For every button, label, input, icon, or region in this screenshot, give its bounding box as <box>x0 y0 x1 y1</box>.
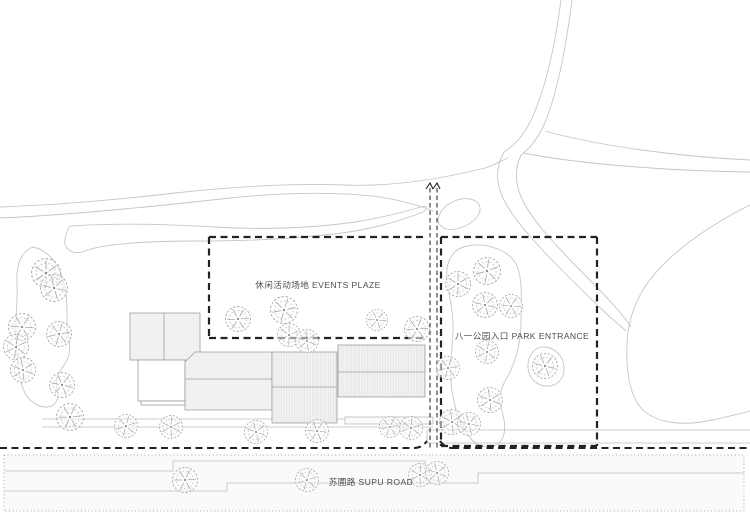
tree-icon <box>46 369 78 401</box>
tree-icon <box>467 251 507 291</box>
site-edge-dashed-line <box>0 440 750 449</box>
tree-icon <box>240 416 272 448</box>
tree-icon <box>40 315 78 353</box>
building-middle <box>184 351 273 411</box>
park-entrance-label: 八一公园入口 PARK ENTRANCE <box>455 331 589 341</box>
small-planting-blob <box>527 346 565 387</box>
building-court <box>137 359 186 402</box>
tree-icon <box>498 293 524 319</box>
tree-icon <box>473 338 501 366</box>
building-east <box>337 344 426 398</box>
lane-line-upper <box>5 460 426 472</box>
tree-icon <box>361 304 393 336</box>
branch-right-lower-line <box>522 152 750 173</box>
tree-icon <box>220 301 256 337</box>
sidewalk-right-lower <box>426 430 750 444</box>
supu-road-label: 苏圃路 SUPU ROAD <box>329 476 413 487</box>
park-entrance-boundary <box>439 235 599 448</box>
tree-icon <box>111 411 141 441</box>
tree-icon <box>50 397 90 437</box>
tree-icon <box>444 270 472 298</box>
tree-icon <box>466 286 504 324</box>
buildings <box>129 312 426 424</box>
tree-icon <box>529 350 561 382</box>
events-plaza-label: 休闲活动场地 EVENTS PLAZE <box>255 279 381 290</box>
branch-right-upper-line <box>544 130 750 161</box>
building-south <box>271 351 338 424</box>
lawn-band-loop <box>64 205 428 253</box>
meadow-upper-line <box>0 157 509 208</box>
axis-arrow-icon <box>425 181 441 190</box>
branch-down-left-line <box>497 151 627 332</box>
supu-road-band <box>3 454 745 512</box>
large-lawn-curve <box>626 204 750 424</box>
building-court-step <box>140 400 186 406</box>
road-from-top-left-line <box>503 0 562 153</box>
meadow-lower-line <box>0 192 435 219</box>
left-planting-blob <box>15 246 71 408</box>
road-from-top-right-line <box>520 0 573 156</box>
tree-icon <box>155 411 187 443</box>
leaf-island-outline <box>437 198 481 230</box>
building-northwest <box>129 312 201 361</box>
axis-dashed-line <box>429 188 438 448</box>
branch-down-right-line <box>516 154 632 328</box>
tree-icon <box>267 293 301 327</box>
